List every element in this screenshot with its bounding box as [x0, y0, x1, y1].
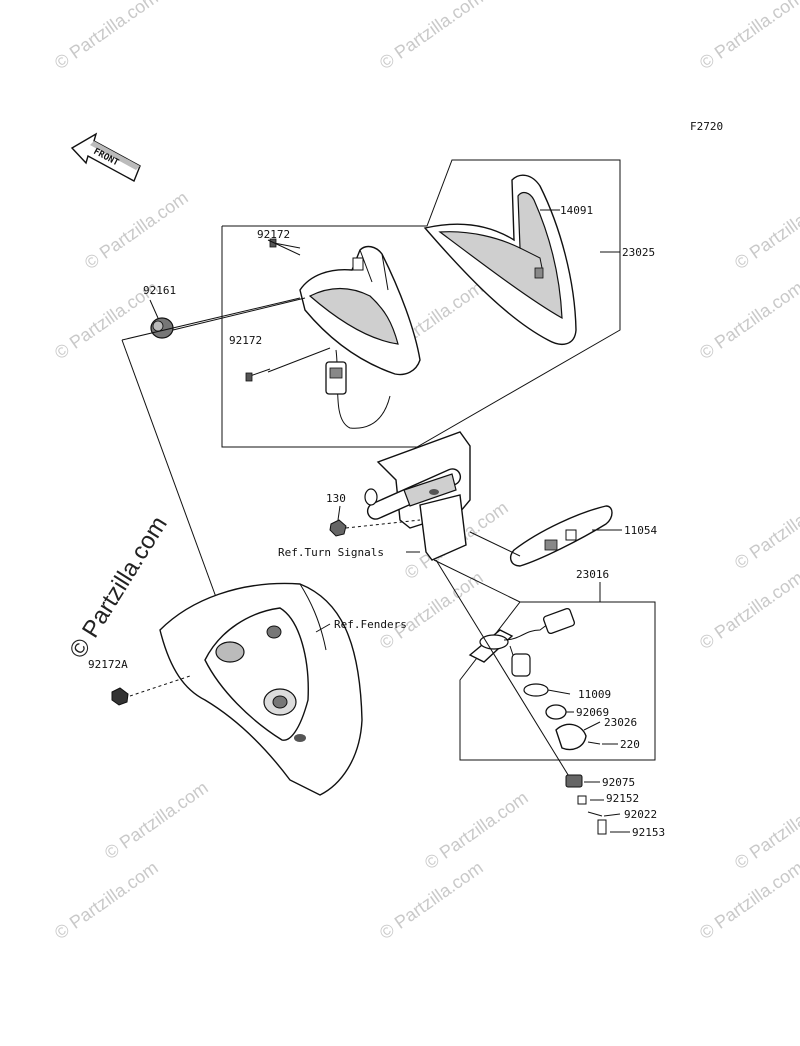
figure-code: F2720 [690, 120, 723, 133]
callout-92153: 92153 [632, 826, 665, 839]
watermark: © Partzilla.com [376, 567, 487, 653]
callout-92069: 92069 [576, 706, 609, 719]
screw-92172-mid [245, 368, 271, 382]
callout-92022: 92022 [624, 808, 657, 821]
assembly-bracket-23016 [459, 582, 656, 761]
front-direction-arrow: FRONT [70, 132, 141, 182]
grommet-92172A [111, 687, 129, 706]
leader-92172-top [267, 239, 301, 256]
watermark: © Partzilla.com [51, 0, 162, 73]
callout-92172A: 92172A [88, 658, 128, 671]
connection-line [121, 297, 301, 341]
reflector-11054 [509, 505, 613, 567]
callout-23025: 23025 [622, 246, 655, 259]
callout-ref-fenders: Ref.Fenders [334, 618, 407, 631]
rear-fender [159, 582, 363, 796]
leader-130 [337, 505, 341, 521]
connection-line [435, 559, 571, 779]
callout-23016: 23016 [576, 568, 609, 581]
watermark: © Partzilla.com [696, 0, 800, 73]
leader-92172-mid [267, 347, 331, 373]
callout-labels: 14091 23025 92172 92161 92172 130 Ref.Tu… [88, 204, 665, 839]
leader-ref-fenders [315, 623, 331, 633]
callout-92172-mid: 92172 [229, 334, 262, 347]
connection-line [345, 519, 421, 529]
callout-92161: 92161 [143, 284, 176, 297]
license-bracket [364, 431, 471, 561]
callout-92172-top: 92172 [257, 228, 290, 241]
watermark: © Partzilla.com [81, 187, 192, 273]
leader-23026 [583, 721, 601, 731]
callout-130: 130 [326, 492, 346, 505]
callout-23026: 23026 [604, 716, 637, 729]
connection-line [129, 675, 191, 697]
tail-lamp-housing [299, 245, 421, 429]
leader-11009 [547, 689, 571, 695]
watermark: © Partzilla.com [696, 857, 800, 943]
lens-cover-14091 [423, 174, 577, 346]
callout-ref-turn-signals: Ref.Turn Signals [278, 546, 384, 559]
callout-220: 220 [620, 738, 640, 751]
grommet-92161 [150, 317, 174, 339]
leader-92022 [603, 813, 621, 817]
connection-line [433, 559, 521, 603]
callout-92075: 92075 [602, 776, 635, 789]
connection-line [121, 339, 229, 631]
watermark: © Partzilla.com [51, 857, 162, 943]
watermark: © Partzilla.com [731, 487, 800, 573]
assembly-bracket-23025 [221, 159, 621, 448]
callout-14091: 14091 [560, 204, 593, 217]
leader-92161 [149, 299, 159, 319]
screw-92172-top [269, 238, 301, 249]
connection-line [172, 297, 306, 331]
watermark-large: © Partzilla.com [64, 512, 173, 663]
connection-line [469, 531, 521, 557]
watermark: © Partzilla.com [731, 187, 800, 273]
callout-92152: 92152 [606, 792, 639, 805]
nut-130 [329, 519, 347, 537]
watermark: © Partzilla.com [376, 0, 487, 73]
watermark: © Partzilla.com [101, 777, 212, 863]
callout-11009: 11009 [578, 688, 611, 701]
watermark: © Partzilla.com [696, 277, 800, 363]
hardware-stack [565, 774, 607, 835]
callout-11054: 11054 [624, 524, 657, 537]
watermark: © Partzilla.com [696, 567, 800, 653]
license-light-assembly [468, 607, 601, 751]
